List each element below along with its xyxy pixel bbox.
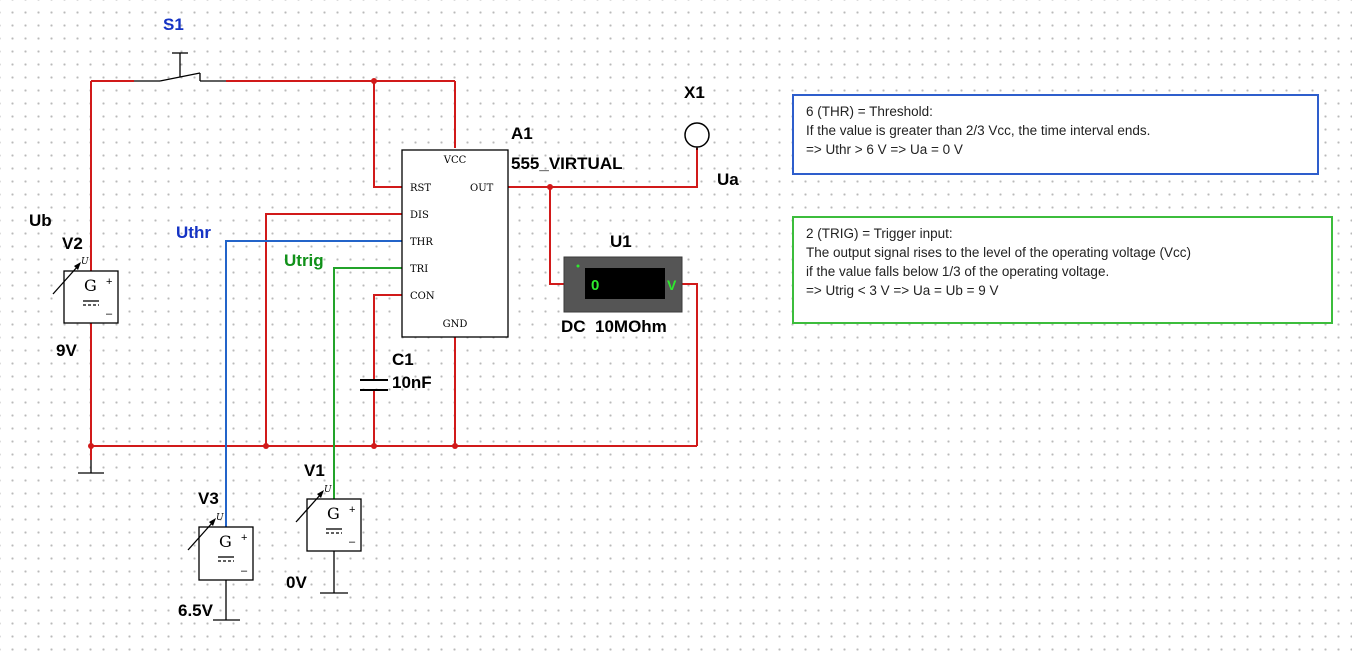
- u-mark: U: [81, 257, 89, 267]
- source-ref-label: V3: [198, 489, 219, 508]
- voltmeter-reading: 0: [591, 277, 599, 294]
- ic-ref-label: A1: [511, 124, 533, 143]
- probe-ref-label: X1: [684, 83, 705, 102]
- note-line: => Uthr > 6 V => Ua = 0 V: [806, 142, 963, 157]
- pin-gnd-label: GND: [443, 319, 468, 330]
- voltage-source-v2[interactable]: G + – U: [52, 257, 119, 324]
- voltage-source-v1[interactable]: G + – U: [295, 485, 362, 552]
- source-ref-label: V2: [62, 234, 83, 253]
- ground-symbol: [78, 460, 104, 474]
- trigger-net-label: Utrig: [284, 251, 324, 270]
- junction-dots: [88, 78, 553, 449]
- pin-con-label: CON: [410, 291, 435, 302]
- probe-x1[interactable]: [684, 122, 710, 150]
- generator-g-mark: G: [219, 532, 232, 551]
- note-line: 6 (THR) = Threshold:: [806, 104, 933, 119]
- note-line: 2 (TRIG) = Trigger input:: [806, 226, 953, 241]
- note-line: If the value is greater than 2/3 Vcc, th…: [806, 123, 1151, 138]
- supply-net-label: Ub: [29, 211, 52, 230]
- voltage-source-v3[interactable]: G + – U: [187, 513, 254, 581]
- capacitor-c1[interactable]: [360, 379, 388, 391]
- threshold-wire: [225, 240, 402, 527]
- u-mark: U: [216, 513, 224, 523]
- generator-g-mark: G: [84, 276, 97, 295]
- voltmeter-ref-label: U1: [610, 232, 632, 251]
- source-value-label: 6.5V: [178, 601, 214, 620]
- pin-thr-label: THR: [410, 237, 433, 248]
- minus-mark: –: [349, 536, 356, 548]
- u-mark: U: [324, 485, 332, 495]
- minus-mark: –: [106, 308, 113, 320]
- generator-g-mark: G: [327, 504, 340, 523]
- ground-symbol: [320, 551, 348, 594]
- trigger-note: 2 (TRIG) = Trigger input: The output sig…: [792, 216, 1333, 324]
- threshold-net-label: Uthr: [176, 223, 211, 242]
- junction-dot: [371, 78, 377, 84]
- minus-mark: –: [241, 565, 248, 577]
- junction-dot: [88, 443, 94, 449]
- source-value-label: 9V: [56, 341, 77, 360]
- junction-dot: [263, 443, 269, 449]
- plus-mark: +: [106, 276, 112, 288]
- note-line: if the value falls below 1/3 of the oper…: [806, 264, 1110, 279]
- threshold-note: 6 (THR) = Threshold: If the value is gre…: [792, 94, 1319, 175]
- pin-rst-label: RST: [410, 183, 431, 194]
- ground-symbol: [213, 580, 240, 621]
- trigger-wire: [333, 267, 402, 499]
- note-line: => Utrig < 3 V => Ua = Ub = 9 V: [806, 283, 999, 298]
- source-ref-label: V1: [304, 461, 325, 480]
- voltmeter-mode-label: DC 10MOhm: [561, 317, 667, 336]
- pin-tri-label: TRI: [410, 264, 428, 275]
- voltmeter-u1[interactable]: 0 V: [563, 256, 683, 313]
- pin-out-label: OUT: [470, 183, 494, 194]
- pin-vcc-label: VCC: [443, 155, 467, 166]
- junction-dot: [452, 443, 458, 449]
- source-value-label: 0V: [286, 573, 307, 592]
- output-net-label: Ua: [717, 170, 739, 189]
- junction-dot: [371, 443, 377, 449]
- plus-mark: +: [241, 532, 247, 544]
- ic-model-label: 555_VIRTUAL: [511, 154, 622, 173]
- supply-wires: [90, 80, 698, 460]
- voltmeter-unit: V: [667, 277, 677, 293]
- capacitor-value-label: 10nF: [392, 373, 432, 392]
- timer-555-a1[interactable]: VCC RST OUT DIS THR TRI CON GND: [401, 149, 509, 338]
- switch-label: S1: [163, 15, 184, 34]
- capacitor-ref-label: C1: [392, 350, 414, 369]
- junction-dot: [547, 184, 553, 190]
- pin-dis-label: DIS: [410, 210, 429, 221]
- plus-mark: +: [349, 504, 355, 516]
- note-line: The output signal rises to the level of …: [806, 245, 1191, 260]
- switch-s1[interactable]: S1: [134, 15, 226, 82]
